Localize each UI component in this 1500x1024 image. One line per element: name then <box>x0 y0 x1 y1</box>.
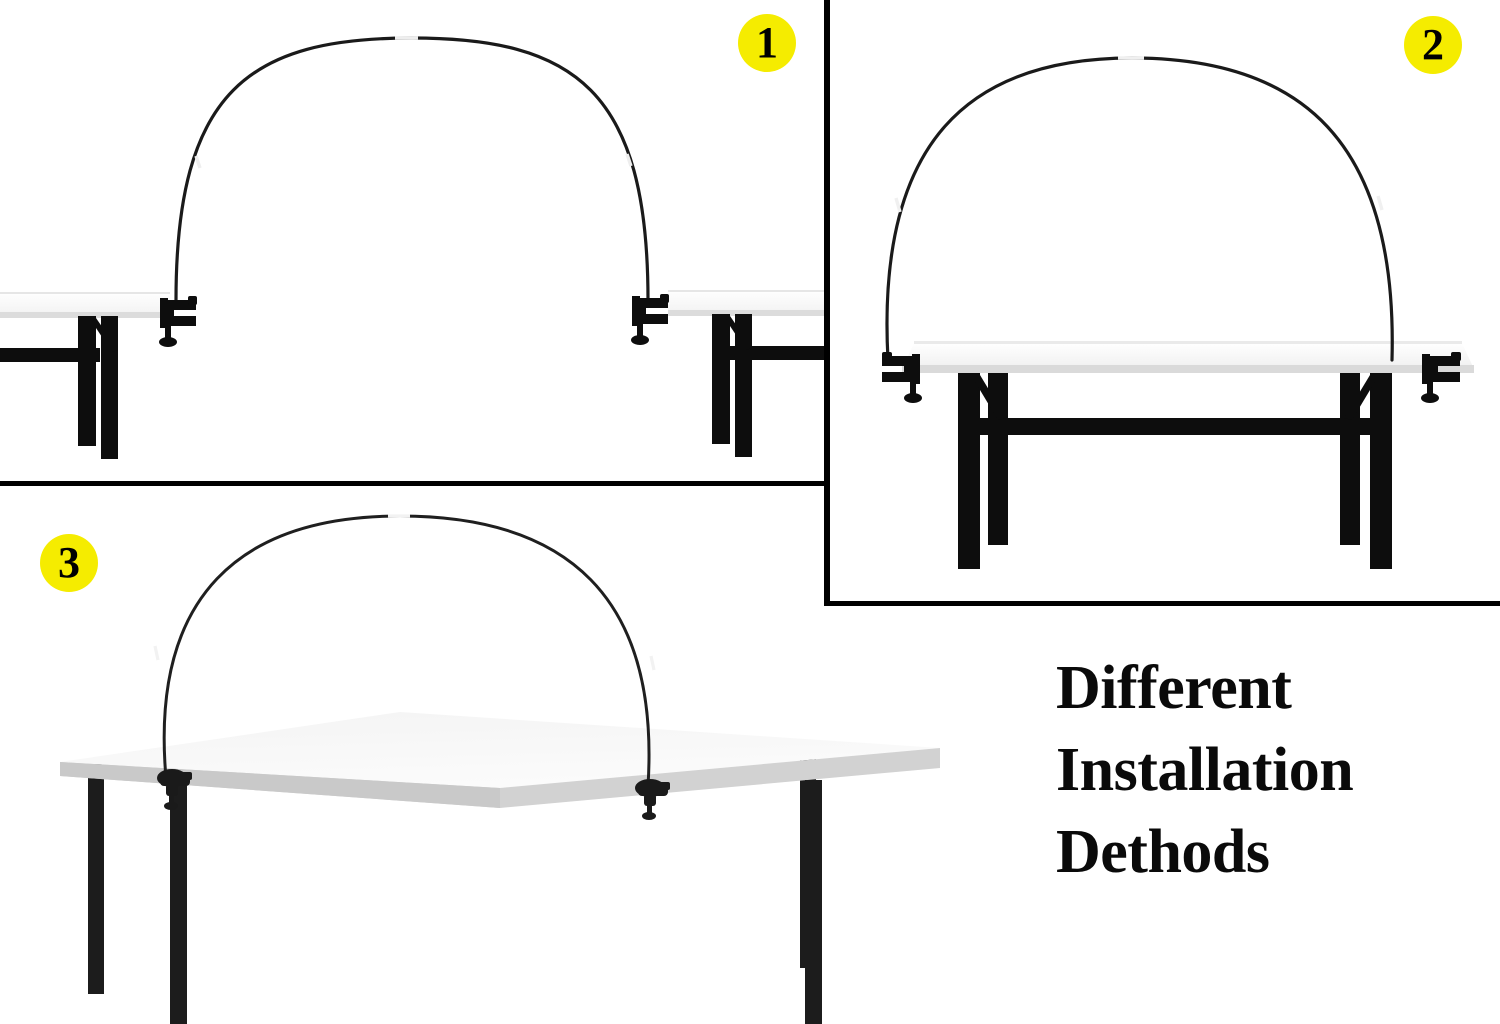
table-brace <box>1344 375 1376 420</box>
table-rail <box>730 346 824 360</box>
table-leg-near-right <box>805 780 822 1024</box>
panel-method-2 <box>830 0 1500 601</box>
table-leg-far-left <box>88 764 104 994</box>
step-badge-2: 2 <box>1404 16 1462 74</box>
step-badge-1: 1 <box>738 14 796 72</box>
panel-divider-horizontal-bottom <box>824 601 1500 606</box>
clamp-right <box>631 294 669 345</box>
clamp-left <box>882 352 922 403</box>
table-leg <box>101 316 118 459</box>
arch-rod-joints <box>894 56 1384 213</box>
table-leg <box>712 314 730 444</box>
step-badge-2-label: 2 <box>1422 20 1444 69</box>
table-right <box>668 290 824 457</box>
panel-1-drawing <box>0 36 824 459</box>
table <box>60 712 940 1024</box>
table <box>902 341 1474 569</box>
panel-2-drawing <box>882 56 1474 569</box>
arch-rod-joints <box>153 514 656 671</box>
table-rail <box>958 418 1392 435</box>
panel-divider-horizontal-top <box>0 481 828 486</box>
arch-rod <box>885 56 1394 362</box>
panel-3-drawing <box>60 514 940 1024</box>
clamp-left <box>157 769 192 810</box>
clamp-right <box>1421 352 1461 403</box>
table-leg-near-left <box>170 782 187 1024</box>
step-badge-3: 3 <box>40 534 98 592</box>
panel-divider-vertical <box>824 0 830 606</box>
step-badge-3-label: 3 <box>58 538 80 587</box>
table-leg <box>1340 373 1360 545</box>
arch-rod-joints <box>194 36 633 169</box>
panel-method-3 <box>0 486 1040 1024</box>
table-rail <box>0 348 100 362</box>
caption-line-2: Installation <box>1056 735 1354 804</box>
table-brace <box>726 316 752 350</box>
step-badge-1-label: 1 <box>756 18 778 67</box>
table-brace <box>974 375 1006 420</box>
arch-rod <box>174 36 650 302</box>
caption-block: Different Installation Dethods <box>1056 648 1486 893</box>
panel-method-1 <box>0 0 824 481</box>
table-brace <box>92 318 118 352</box>
table-leg <box>78 316 96 446</box>
table-leg <box>1370 373 1392 569</box>
caption-line-1: Different <box>1056 654 1292 722</box>
clamp-right <box>635 779 670 820</box>
caption-line-3: Dethods <box>1056 817 1270 886</box>
table-left <box>0 292 170 459</box>
clamp-left <box>159 296 197 347</box>
